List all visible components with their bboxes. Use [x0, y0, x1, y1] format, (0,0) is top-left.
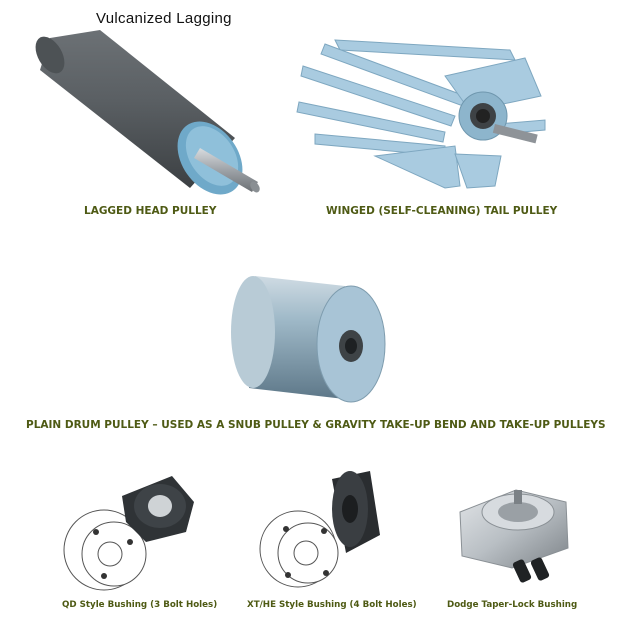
- lagged-head-pulley-caption: LAGGED HEAD PULLEY: [84, 205, 217, 217]
- lagged-head-pulley-image: [35, 30, 260, 195]
- xt-bushing-caption: XT/HE Style Bushing (4 Bolt Holes): [247, 600, 417, 610]
- taper-lock-bushing-caption: Dodge Taper-Lock Bushing: [447, 600, 578, 610]
- plain-drum-pulley-caption: PLAIN DRUM PULLEY – USED AS A SNUB PULLE…: [26, 419, 606, 431]
- qd-bushing-image: [63, 476, 194, 591]
- plain-drum-pulley-image: [231, 276, 386, 403]
- winged-tail-pulley-caption: WINGED (SELF-CLEANING) TAIL PULLEY: [326, 205, 558, 217]
- xt-bushing-image: [259, 471, 380, 588]
- qd-bushing-caption: QD Style Bushing (3 Bolt Holes): [62, 600, 218, 610]
- lagging-title: Vulcanized Lagging: [96, 10, 232, 27]
- winged-tail-pulley-image: [296, 39, 546, 189]
- taper-lock-bushing-image: [459, 489, 569, 583]
